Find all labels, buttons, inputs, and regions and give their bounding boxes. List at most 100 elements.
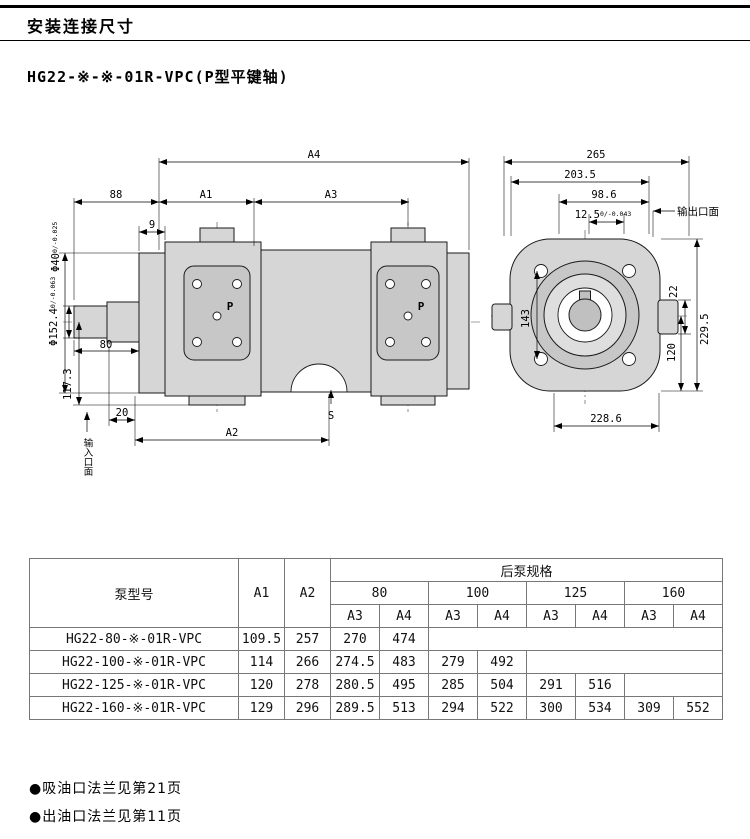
sub-header-a3: A3: [428, 604, 478, 628]
dim-88: 88: [110, 189, 123, 201]
cell: 309: [624, 696, 674, 720]
table-row: HG22-100-※-01R-VPC 114 266 274.5 483 279…: [29, 650, 724, 674]
col-header-model: 泵型号: [29, 558, 239, 628]
size-header-100: 100: [428, 581, 527, 605]
dim-265: 265: [587, 149, 606, 161]
cell-model: HG22-160-※-01R-VPC: [29, 696, 239, 720]
cell: 296: [284, 696, 331, 720]
cell: 266: [284, 650, 331, 674]
size-header-160: 160: [623, 581, 724, 605]
cell: 280.5: [330, 673, 380, 697]
note-suction-flange: ●吸油口法兰见第21页: [29, 781, 183, 797]
port-label-p-rear: P: [418, 300, 425, 313]
cell: 300: [526, 696, 576, 720]
cell: 483: [379, 650, 429, 674]
cell: 129: [238, 696, 285, 720]
cell: 522: [477, 696, 527, 720]
dim-shaft-dia: Φ400/-0.025: [50, 222, 62, 272]
dim-20: 20: [116, 407, 129, 419]
cell-empty: [427, 627, 724, 651]
front-view: 265 203.5 98.6 12.50/-0.043 输出口面 143 22 …: [491, 149, 719, 432]
col-header-a1: A1: [238, 558, 285, 628]
model-heading: HG22-※-※-01R-VPC(P型平键轴): [27, 68, 289, 86]
installation-drawing: P P: [48, 149, 719, 477]
dim-228-6: 228.6: [590, 413, 622, 425]
cell-model: HG22-100-※-01R-VPC: [29, 650, 239, 674]
col-header-rear-pump-spec: 后泵规格: [329, 558, 724, 582]
table-row: HG22-125-※-01R-VPC 120 278 280.5 495 285…: [29, 673, 724, 697]
sub-header-a3: A3: [624, 604, 674, 628]
sub-header-a4: A4: [379, 604, 429, 628]
table-row: HG22-160-※-01R-VPC 129 296 289.5 513 294…: [29, 696, 724, 720]
cell: 274.5: [330, 650, 380, 674]
rear-port-block: P: [376, 265, 440, 361]
cell-model: HG22-125-※-01R-VPC: [29, 673, 239, 697]
sub-header-a4: A4: [477, 604, 527, 628]
cell: 534: [575, 696, 625, 720]
port-label-p-front: P: [227, 300, 234, 313]
cell: 294: [428, 696, 478, 720]
sub-header-a4: A4: [575, 604, 625, 628]
bolt-hole: [622, 264, 636, 278]
dimension-table: 泵型号 A1 A2 后泵规格 80 100 125 160 A3 A4 A3 A…: [29, 558, 724, 720]
cell: 495: [379, 673, 429, 697]
outlet-face-label: 输出口面: [677, 205, 719, 218]
cell: 279: [428, 650, 478, 674]
cell: 516: [575, 673, 625, 697]
dim-229-5: 229.5: [699, 313, 711, 345]
cell: 120: [238, 673, 285, 697]
dim-98-6: 98.6: [591, 189, 616, 201]
cell: 114: [238, 650, 285, 674]
top-rule: [0, 5, 750, 8]
dim-22: 22: [668, 285, 680, 298]
cell: 278: [284, 673, 331, 697]
page-title: 安装连接尺寸: [27, 17, 136, 36]
left-ear: [491, 303, 513, 331]
sub-header-a3: A3: [330, 604, 380, 628]
dim-203-5: 203.5: [564, 169, 596, 181]
shaft-end: [568, 298, 602, 332]
port-label-s: S: [328, 410, 334, 422]
bolt-hole: [534, 352, 548, 366]
cell: 552: [672, 696, 724, 720]
size-header-80: 80: [330, 581, 429, 605]
cell: 513: [379, 696, 429, 720]
cell: 257: [284, 627, 331, 651]
dim-9: 9: [149, 219, 155, 231]
rear-cover: [446, 252, 470, 390]
mounting-flange: [138, 252, 166, 394]
cell: 474: [379, 627, 429, 651]
cell: 492: [477, 650, 527, 674]
col-header-a2: A2: [284, 558, 331, 628]
cell-model: HG22-80-※-01R-VPC: [29, 627, 239, 651]
dim-a3: A3: [325, 189, 338, 201]
cell-empty: [525, 650, 724, 674]
sub-header-a4: A4: [672, 604, 724, 628]
table-row: HG22-80-※-01R-VPC 109.5 257 270 474: [29, 627, 724, 651]
outlet-boss: [657, 299, 679, 335]
dim-pilot-dia: Φ152.40/-0.063: [48, 277, 60, 346]
dim-80: 80: [100, 339, 113, 351]
dim-12-5: 12.50/-0.043: [575, 209, 632, 221]
cell: 504: [477, 673, 527, 697]
header-row-group: 泵型号 A1 A2 后泵规格: [29, 558, 724, 628]
dim-a2: A2: [226, 427, 239, 439]
cell: 285: [428, 673, 478, 697]
header-row-sub: A3 A4 A3 A4 A3 A4 A3 A4: [30, 604, 724, 628]
inlet-face-label: 输入口面: [82, 437, 94, 477]
header-row-sizes: 80 100 125 160: [30, 581, 724, 605]
dim-143: 143: [520, 309, 532, 328]
front-port-block: P: [183, 265, 251, 361]
bolt-hole: [534, 264, 548, 278]
cell: 109.5: [238, 627, 285, 651]
dim-120: 120: [666, 343, 678, 362]
bolt-hole: [622, 352, 636, 366]
cell-empty: [623, 673, 724, 697]
cell: 289.5: [330, 696, 380, 720]
cell: 270: [330, 627, 380, 651]
title-underline: [0, 40, 750, 41]
side-view: P P: [48, 149, 481, 477]
suction-arch: [290, 363, 348, 393]
dim-117-3: 117.3: [62, 368, 74, 400]
note-outlet-flange: ●出油口法兰见第11页: [29, 809, 183, 825]
